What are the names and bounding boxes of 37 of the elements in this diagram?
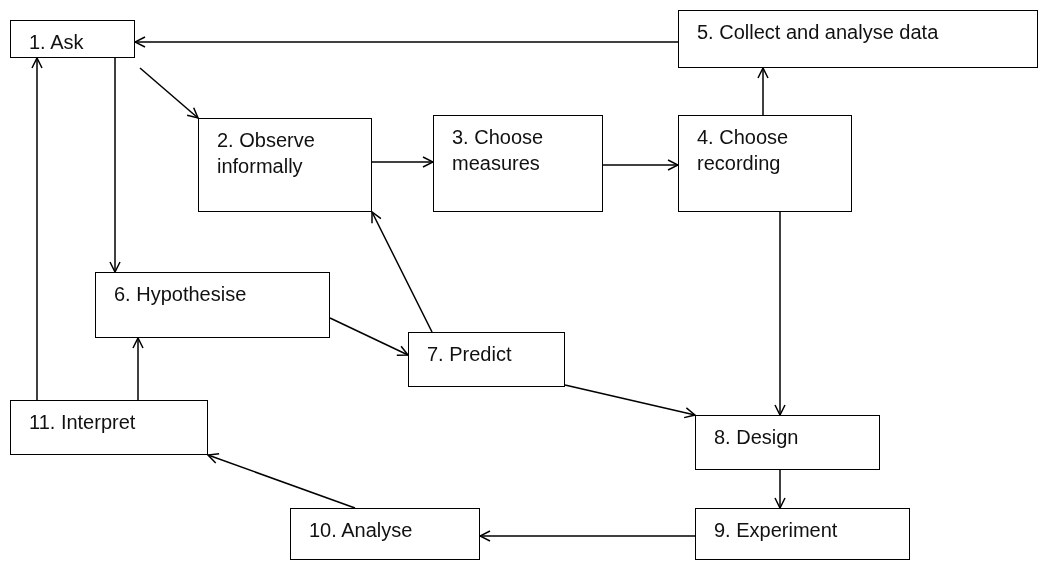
arrow (479, 530, 696, 542)
box-label: 7. Predict (427, 342, 513, 367)
process-box (678, 10, 1038, 68)
arrow (602, 159, 679, 171)
process-box (695, 415, 880, 470)
process-box (10, 400, 208, 455)
process-box (198, 118, 372, 212)
process-box (678, 115, 852, 212)
box-label: 2. Observe informally (217, 128, 316, 179)
box-label: 6. Hypothesise (114, 282, 248, 307)
arrow (757, 67, 769, 116)
process-box (10, 20, 135, 58)
box-label: 8. Design (714, 425, 800, 450)
arrow (564, 384, 696, 419)
box-label: 10. Analyse (309, 518, 414, 543)
process-box (695, 508, 910, 560)
process-box (95, 272, 330, 338)
arrow (774, 211, 786, 416)
arrow (31, 57, 43, 401)
arrow (329, 317, 409, 356)
arrow (371, 156, 434, 168)
arrow (134, 36, 679, 48)
box-label: 11. Interpret (29, 410, 137, 435)
arrow (139, 67, 199, 119)
process-box (408, 332, 565, 387)
arrow (207, 452, 356, 509)
arrow (132, 337, 144, 401)
process-box (290, 508, 480, 560)
box-label: 3. Choose measures (452, 125, 545, 176)
box-label: 9. Experiment (714, 518, 839, 543)
arrow (109, 57, 121, 273)
box-label: 1. Ask (29, 30, 85, 55)
arrow (371, 211, 433, 333)
process-box (433, 115, 603, 212)
box-label: 4. Choose recording (697, 125, 790, 176)
arrow (774, 469, 786, 509)
box-label: 5. Collect and analyse data (697, 20, 940, 45)
